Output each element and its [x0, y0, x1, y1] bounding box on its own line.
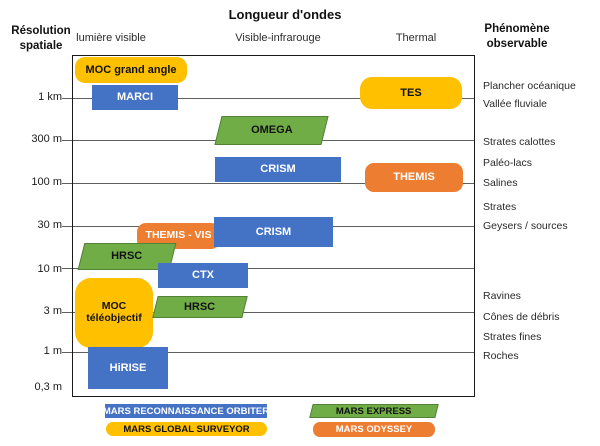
phenomenon-label: Strates [483, 201, 517, 213]
instrument-label: OMEGA [250, 124, 293, 137]
instrument-label: CRISM [255, 225, 292, 238]
instrument-label: THEMIS - VIS [145, 229, 212, 242]
legend-item-mars-reconnaissance-orbiter: MARS RECONNAISSANCE ORBITER [102, 404, 270, 418]
y-tick-label: 1 km [38, 91, 62, 103]
legend-item-mars-express: MARS EXPRESS [309, 404, 439, 418]
axis-tick [62, 226, 72, 227]
instrument-label: MARCI [116, 91, 154, 104]
phenomenon-label: Vallée fluviale [483, 98, 548, 110]
phenomenon-label: Strates fines [483, 331, 542, 343]
legend-label: MARS RECONNAISSANCE ORBITER [102, 405, 270, 417]
axis-tick [62, 352, 72, 353]
axis-tick [62, 312, 72, 313]
instrument-label: HiRISE [109, 361, 147, 374]
axis-tick [62, 140, 72, 141]
instrument-box-crism-wide: CRISM [215, 157, 341, 182]
instrument-box-moc-teleobjectif: MOC téléobjectif [75, 278, 153, 348]
legend-label: MARS ODYSSEY [335, 424, 413, 435]
axis-tick [62, 268, 72, 269]
y-tick-label: 30 m [37, 219, 62, 231]
phenomenon-label: Geysers / sources [483, 220, 568, 232]
phenomenon-label: Paléo-lacs [483, 157, 533, 169]
chart-title: Longueur d'ondes [228, 7, 342, 22]
phenomenon-label: Plancher océanique [483, 80, 576, 92]
y-axis-title-line1: Résolution [11, 25, 71, 37]
instrument-box-hirise: HiRISE [88, 347, 168, 389]
instrument-box-crism-highres: CRISM [214, 217, 333, 247]
y-tick-label: 0,3 m [34, 381, 62, 393]
instrument-box-hrsc-superres: HRSC [152, 296, 248, 318]
instrument-label: MOC téléobjectif [86, 300, 142, 324]
phenomenon-label: Cônes de débris [483, 311, 560, 323]
instrument-label: MOC grand angle [85, 63, 177, 76]
column-header-visible-infrared: Visible-infrarouge [235, 32, 321, 44]
y-tick-label: 1 m [43, 345, 62, 357]
plot-area-frame [72, 55, 475, 397]
instrument-label: HRSC [184, 300, 216, 313]
gridline [72, 268, 475, 269]
instrument-box-themis: THEMIS [365, 163, 463, 192]
y-tick-label: 3 m [43, 305, 62, 317]
legend-item-mars-global-surveyor: MARS GLOBAL SURVEYOR [106, 422, 267, 436]
axis-tick [62, 98, 72, 99]
y-tick-label: 100 m [31, 176, 62, 188]
axis-tick [62, 183, 72, 184]
gridline [72, 352, 475, 353]
instrument-box-ctx: CTX [158, 263, 248, 288]
gridline [72, 183, 475, 184]
instrument-label: THEMIS [393, 171, 435, 184]
instrument-box-tes: TES [360, 77, 462, 109]
column-header-thermal: Thermal [395, 32, 437, 44]
legend-label: MARS GLOBAL SURVEYOR [123, 423, 250, 435]
right-panel-title-line1: Phénomène [484, 23, 550, 35]
instrument-box-marci: MARCI [92, 85, 178, 110]
right-panel-title: Phénomène observable [474, 22, 560, 52]
y-tick-label: 300 m [31, 133, 62, 145]
instrument-label: CRISM [260, 163, 296, 176]
phenomenon-label: Strates calottes [483, 136, 556, 148]
y-tick-label: 10 m [37, 263, 62, 275]
phenomenon-label: Ravines [483, 290, 521, 302]
instrument-label: TES [400, 86, 422, 99]
right-panel-title-line2: observable [486, 38, 548, 50]
instrument-box-moc-grand-angle: MOC grand angle [75, 57, 187, 83]
instrument-label: HRSC [111, 250, 143, 263]
instrument-label: CTX [192, 269, 214, 282]
legend-label: MARS EXPRESS [336, 405, 412, 417]
y-axis-title: Résolution spatiale [6, 24, 76, 54]
gridline [72, 312, 475, 313]
legend-item-mars-odyssey: MARS ODYSSEY [313, 422, 435, 437]
phenomenon-label: Salines [483, 177, 518, 189]
y-axis-title-line2: spatiale [19, 40, 63, 52]
instrument-box-omega: OMEGA [214, 116, 329, 145]
gridline [72, 98, 475, 99]
phenomenon-label: Roches [483, 350, 519, 362]
column-header-visible-light: lumière visible [76, 32, 146, 44]
